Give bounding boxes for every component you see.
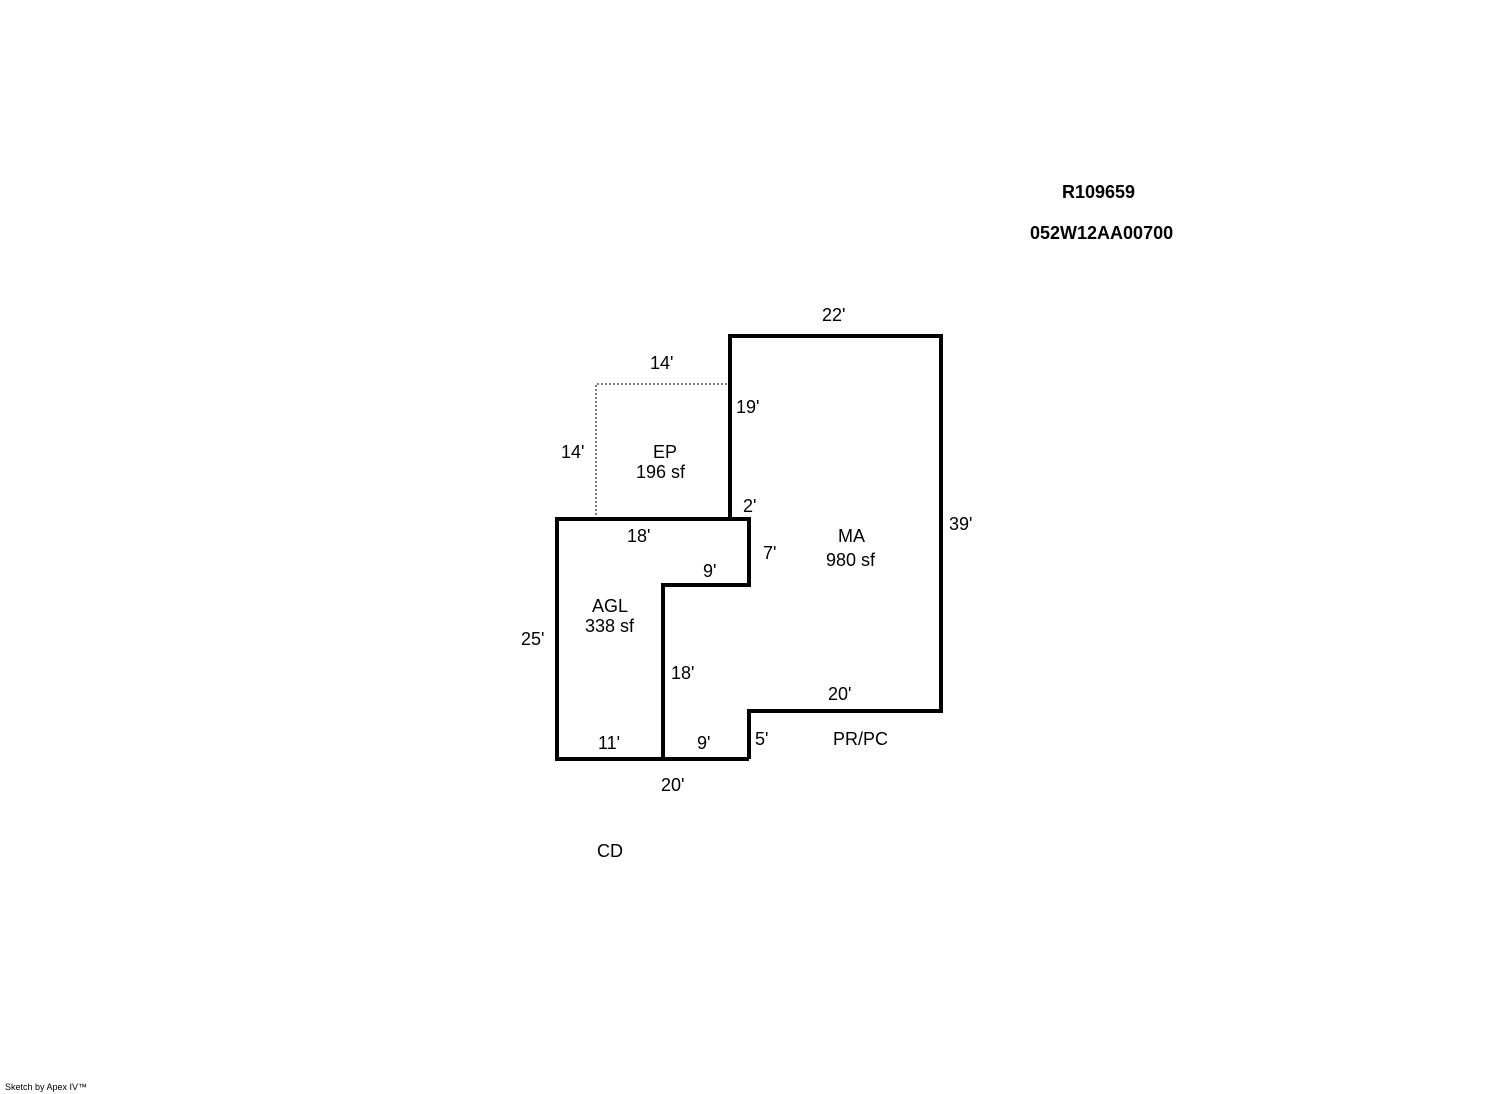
ma-outline	[728, 334, 943, 759]
dim-agl-bottom: 11'	[598, 733, 620, 753]
prpc-label: PR/PC	[833, 729, 888, 749]
account-number: R109659	[1062, 182, 1135, 202]
agl-label: AGL	[592, 596, 628, 616]
dim-agl-notch: 9'	[703, 561, 716, 581]
map-tax-lot: 052W12AA00700	[1030, 223, 1173, 243]
dim-ep-left: 14'	[561, 442, 584, 462]
ep-outline	[595, 383, 730, 519]
dim-ma-top: 22'	[822, 305, 845, 325]
dim-overall-bottom: 20'	[661, 775, 684, 795]
dim-ma-right: 39'	[949, 514, 972, 534]
ma-label: MA	[838, 526, 865, 546]
dim-ma-left-upper: 19'	[736, 397, 759, 417]
ep-area: 196 sf	[636, 462, 686, 482]
dim-ep-top: 14'	[650, 353, 673, 373]
agl-area: 338 sf	[585, 616, 635, 636]
agl-outline	[555, 517, 751, 761]
cd-label: CD	[597, 841, 623, 861]
dim-step: 5'	[755, 729, 768, 749]
sketch-credit: Sketch by Apex IV™	[5, 1082, 87, 1092]
dim-agl-inner: 18'	[671, 663, 694, 683]
ma-area: 980 sf	[826, 550, 876, 570]
dim-agl-right-upper: 7'	[763, 543, 776, 563]
ep-label: EP	[653, 442, 677, 462]
dim-agl-left: 25'	[521, 629, 544, 649]
dim-ma-bottom: 20'	[828, 684, 851, 704]
dim-bottom-mid: 9'	[697, 733, 710, 753]
dim-agl-top: 18'	[627, 526, 650, 546]
dim-ma-left-small: 2'	[743, 496, 756, 516]
